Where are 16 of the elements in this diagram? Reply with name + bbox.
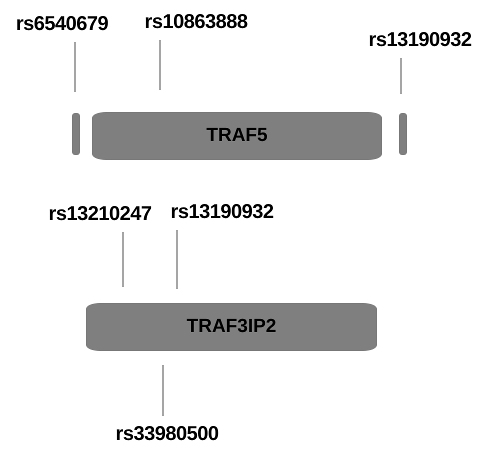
snp-label: rs13190932 <box>162 196 282 228</box>
leader-line <box>400 58 402 94</box>
exon-bar <box>399 113 407 155</box>
snp-label: rs13190932 <box>362 24 478 56</box>
snp-label: rs10863888 <box>136 6 256 38</box>
exon-bar <box>72 113 80 155</box>
leader-line <box>176 230 178 289</box>
leader-line <box>74 42 76 92</box>
leader-line <box>162 365 164 416</box>
leader-line <box>122 232 124 287</box>
gene-bar: TRAF3IP2 <box>86 303 377 351</box>
snp-label: rs33980500 <box>106 418 228 450</box>
gene-bar: TRAF5 <box>92 112 382 160</box>
leader-line <box>159 40 161 90</box>
snp-label: rs13210247 <box>40 198 160 230</box>
snp-label: rs6540679 <box>12 8 112 40</box>
